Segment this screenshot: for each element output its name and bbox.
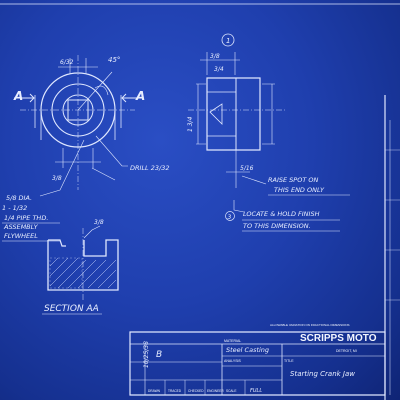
section-dimension: 3/8: [94, 219, 104, 226]
company-city: DETROIT, MI: [336, 349, 357, 353]
top-left-dimension: 6/32: [60, 59, 74, 66]
diameter-dimension: 5/8 DIA.: [6, 194, 32, 202]
locate-note-number: 3: [228, 214, 232, 221]
angle-dimension: 45°: [108, 56, 120, 64]
spot-note-line-2: THIS END ONLY: [274, 186, 325, 194]
part-title: Starting Crank Jaw: [290, 370, 355, 378]
title-label: TITLE: [284, 359, 294, 363]
side-width-dimension: 3/4: [214, 66, 224, 73]
section-view: [47, 225, 119, 300]
locate-note-line-2: TO THIS DIMENSION.: [243, 222, 311, 230]
locate-note-line-1: LOCATE & HOLD FINISH: [243, 210, 320, 218]
revision-letter: B: [156, 350, 162, 360]
analysis-label: ANALYSIS: [224, 359, 242, 363]
checked-label: CHECKED: [188, 389, 204, 393]
pipe-note-line-2: 1/4 PIPE THD.: [4, 214, 48, 222]
engineer-label: ENGINEER: [207, 389, 224, 393]
side-top-dimension: 3/8: [210, 53, 220, 60]
section-marker-right: A: [135, 89, 145, 103]
material-label: MATERIAL: [224, 339, 241, 343]
drill-dimension: DRILL 23/32: [130, 164, 169, 172]
scale-label: SCALE: [226, 389, 236, 393]
view-circle-number: 1: [226, 37, 230, 45]
pipe-note-line-1: 1 - 1/32: [2, 204, 27, 212]
title-block: [129, 331, 386, 396]
drawn-label: DRAWN: [148, 389, 161, 393]
scale-value: FULL: [250, 388, 262, 394]
side-bottom-dimension: 5/16: [240, 165, 254, 172]
material-value: Steel Casting: [226, 346, 269, 354]
side-height-dimension: 1 3/4: [187, 116, 194, 132]
company-name: SCRIPPS MOTO: [300, 333, 377, 344]
revision-strip: [385, 120, 400, 395]
traced-label: TRACED: [168, 389, 182, 393]
drawing-date: 10/25/38: [143, 341, 150, 368]
section-label: SECTION AA: [44, 304, 99, 314]
section-marker-left: A: [13, 89, 23, 103]
pipe-note-line-4: FLYWHEEL: [4, 232, 38, 240]
center-dimension: 3/8: [52, 175, 62, 182]
pipe-note-line-3: ASSEMBLY: [3, 223, 39, 231]
tolerance-note: ALLOWABLE VARIATION ON FRACTIONAL DIMENS…: [270, 323, 350, 327]
spot-note-line-1: RAISE SPOT ON: [268, 176, 318, 184]
front-view: [14, 55, 140, 197]
side-view: [188, 33, 285, 213]
